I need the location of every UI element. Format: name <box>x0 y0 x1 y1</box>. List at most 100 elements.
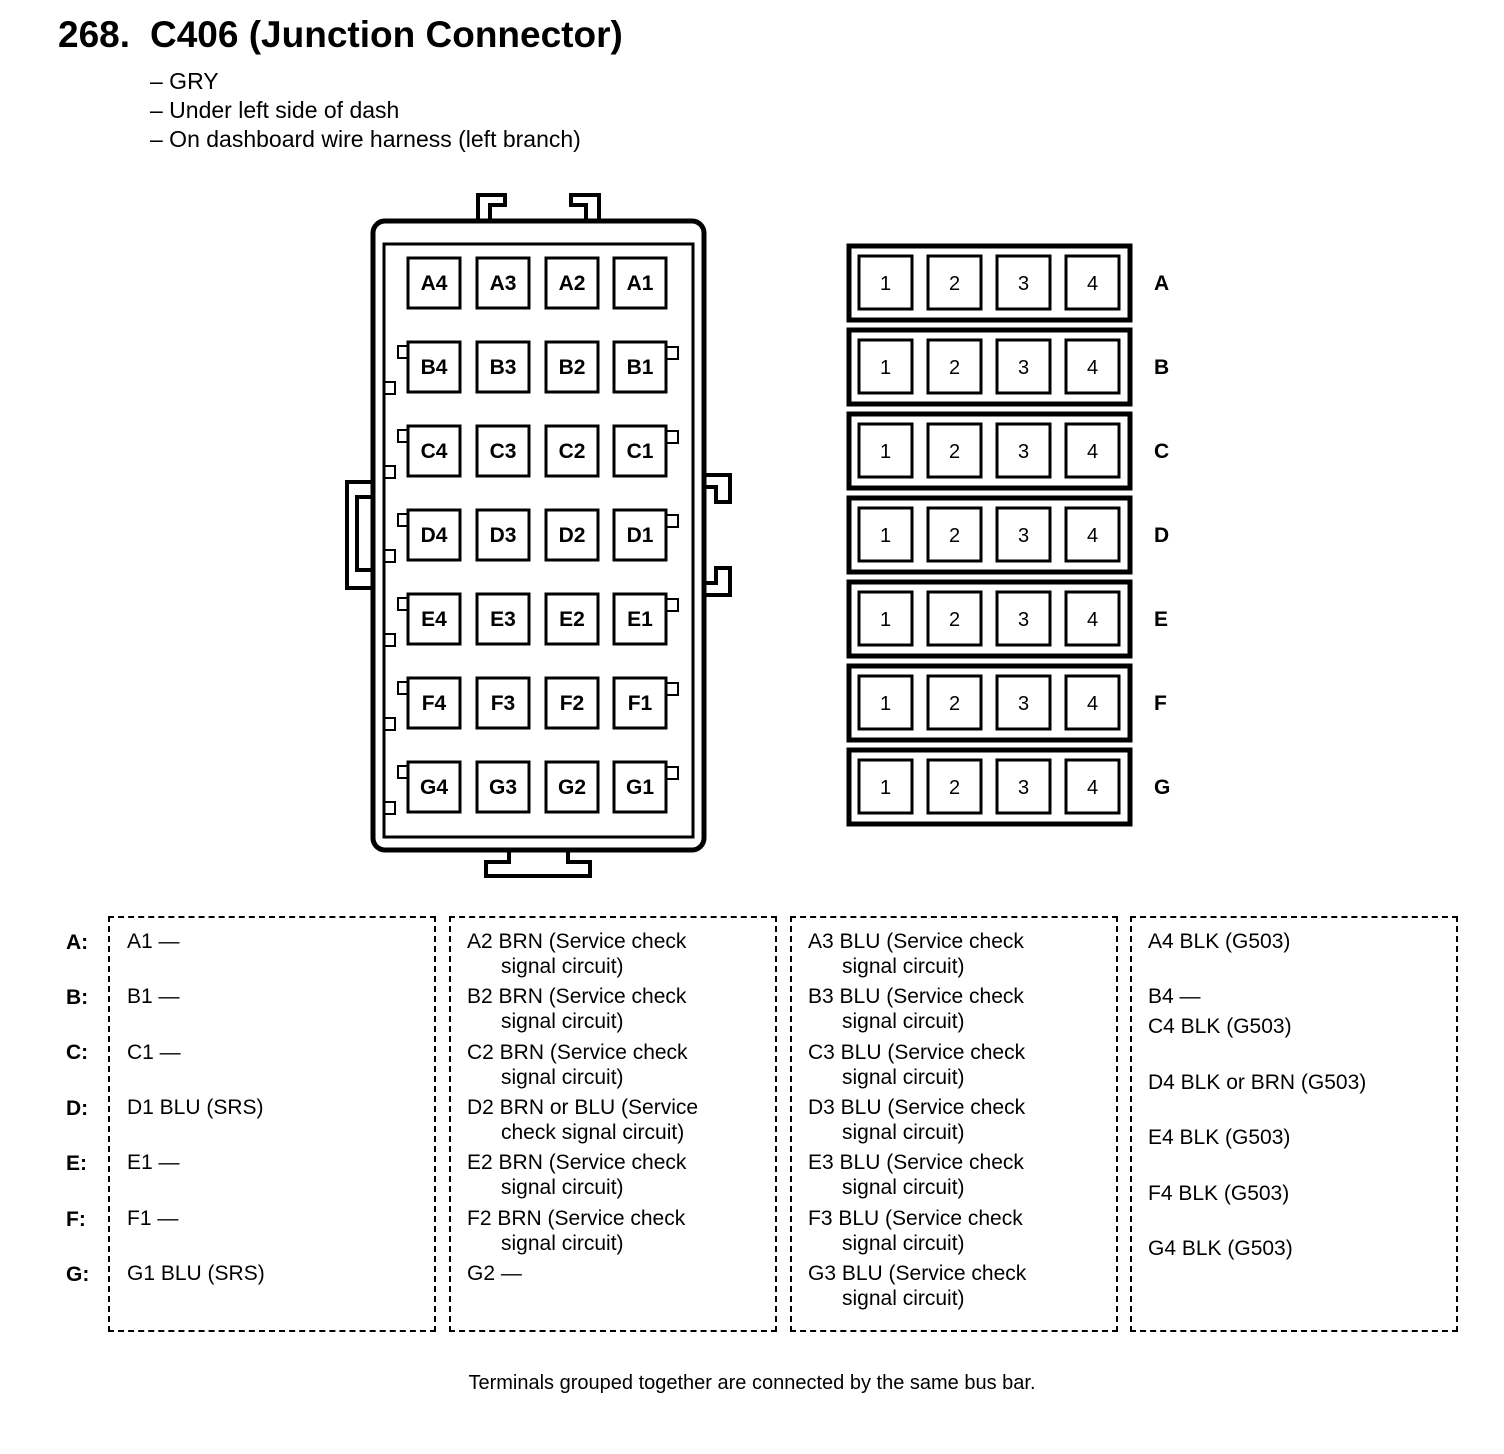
entry-line-1: E1 — <box>127 1151 180 1174</box>
cavity-f3: F3 <box>475 676 531 730</box>
cavity-e2: E2 <box>544 592 600 646</box>
svg-text:3: 3 <box>1018 441 1029 463</box>
entry-line-1: C1 — <box>127 1041 181 1064</box>
bus-terminal-d1: 1 <box>857 506 914 563</box>
cavity-e1: E1 <box>612 592 668 646</box>
svg-text:A2: A2 <box>559 272 586 295</box>
cavity-f4: F4 <box>406 676 462 730</box>
svg-text:3: 3 <box>1018 525 1029 547</box>
svg-text:B4: B4 <box>421 356 448 379</box>
cavity-g2: G2 <box>544 760 600 814</box>
bus-terminal-f1: 1 <box>857 674 914 731</box>
entry-line-2: signal circuit) <box>501 1010 624 1033</box>
cavity-g4: G4 <box>406 760 462 814</box>
svg-text:1: 1 <box>880 525 891 547</box>
terminal-entry: G4 BLK (G503) <box>1148 1236 1293 1261</box>
terminal-entry: E1 — <box>127 1150 180 1175</box>
entry-line-1: F2 BRN (Service check <box>467 1207 686 1230</box>
svg-text:3: 3 <box>1018 273 1029 295</box>
svg-text:B3: B3 <box>490 356 517 379</box>
svg-text:3: 3 <box>1018 777 1029 799</box>
row-label-a: A: <box>66 931 89 954</box>
row-label-e: E: <box>66 1152 87 1175</box>
svg-text:4: 4 <box>1087 273 1098 295</box>
svg-text:G2: G2 <box>558 776 586 799</box>
svg-text:F1: F1 <box>628 692 653 715</box>
entry-line-2: check signal circuit) <box>501 1121 685 1144</box>
description-harness: – On dashboard wire harness (left branch… <box>150 126 581 152</box>
svg-text:3: 3 <box>1018 357 1029 379</box>
svg-text:A1: A1 <box>627 272 654 295</box>
bus-terminal-g2: 2 <box>926 758 983 815</box>
entry-line-2: signal circuit) <box>842 1287 965 1310</box>
bus-terminal-d3: 3 <box>995 506 1052 563</box>
bus-terminal-c3: 3 <box>995 422 1052 479</box>
entry-line-2: signal circuit) <box>842 1010 965 1033</box>
entry-line-2: signal circuit) <box>501 1176 624 1199</box>
title-text: C406 (Junction Connector) <box>150 14 623 55</box>
row-label-f: F: <box>66 1208 86 1231</box>
terminal-entry: G1 BLU (SRS) <box>127 1261 265 1286</box>
cavity-f2: F2 <box>544 676 600 730</box>
svg-text:F4: F4 <box>422 692 447 715</box>
entry-line-1: D4 BLK or BRN (G503) <box>1148 1071 1367 1094</box>
bus-terminal-e2: 2 <box>926 590 983 647</box>
cavity-keys <box>384 765 679 815</box>
cavity-keys <box>384 429 679 479</box>
entry-line-1: E2 BRN (Service check <box>467 1151 687 1174</box>
bus-terminal-f3: 3 <box>995 674 1052 731</box>
svg-text:4: 4 <box>1087 693 1098 715</box>
entry-line-1: F4 BLK (G503) <box>1148 1182 1290 1205</box>
svg-text:4: 4 <box>1087 357 1098 379</box>
entry-line-2: signal circuit) <box>842 1232 965 1255</box>
entry-line-2: signal circuit) <box>501 1232 624 1255</box>
terminal-entry: B1 — <box>127 984 180 1009</box>
svg-text:1: 1 <box>880 357 891 379</box>
cavity-e4: E4 <box>406 592 462 646</box>
svg-text:C3: C3 <box>490 440 517 463</box>
svg-text:1: 1 <box>880 777 891 799</box>
bus-terminal-f2: 2 <box>926 674 983 731</box>
cavity-a2: A2 <box>544 256 600 310</box>
entry-line-1: A3 BLU (Service check <box>808 930 1024 953</box>
terminal-entry: A1 — <box>127 929 180 954</box>
cavity-b3: B3 <box>475 340 531 394</box>
svg-text:F2: F2 <box>560 692 585 715</box>
cavity-keys <box>384 681 679 731</box>
cavity-keys <box>384 345 679 395</box>
svg-text:F3: F3 <box>491 692 516 715</box>
row-label-d: D: <box>66 1097 89 1120</box>
entry-line-2: signal circuit) <box>501 955 624 978</box>
page-title: 268.C406 (Junction Connector) <box>58 14 623 56</box>
cavity-d4: D4 <box>406 508 462 562</box>
entry-line-1: A4 BLK (G503) <box>1148 930 1291 953</box>
entry-line-1: F3 BLU (Service check <box>808 1207 1023 1230</box>
bus-terminal-g3: 3 <box>995 758 1052 815</box>
cavity-keys <box>384 513 679 563</box>
svg-text:G3: G3 <box>489 776 517 799</box>
entry-line-2: signal circuit) <box>842 1176 965 1199</box>
bus-row-label: A <box>1154 272 1169 295</box>
terminal-entry: D4 BLK or BRN (G503) <box>1148 1070 1366 1095</box>
svg-text:2: 2 <box>949 441 960 463</box>
terminal-group-column-1 <box>108 916 436 1332</box>
terminal-entry: D1 BLU (SRS) <box>127 1095 264 1120</box>
cavity-e3: E3 <box>475 592 531 646</box>
row-label-c: C: <box>66 1041 89 1064</box>
entry-line-1: A1 — <box>127 930 180 953</box>
terminal-entry: G2 — <box>467 1261 522 1286</box>
entry-line-1: B4 — <box>1148 985 1201 1008</box>
bus-terminal-e3: 3 <box>995 590 1052 647</box>
svg-text:E2: E2 <box>559 608 585 631</box>
entry-line-1: C3 BLU (Service check <box>808 1041 1026 1064</box>
svg-text:D3: D3 <box>490 524 517 547</box>
entry-line-1: G2 — <box>467 1262 522 1285</box>
terminal-group-column-3 <box>790 916 1118 1332</box>
entry-line-2: signal circuit) <box>501 1066 624 1089</box>
